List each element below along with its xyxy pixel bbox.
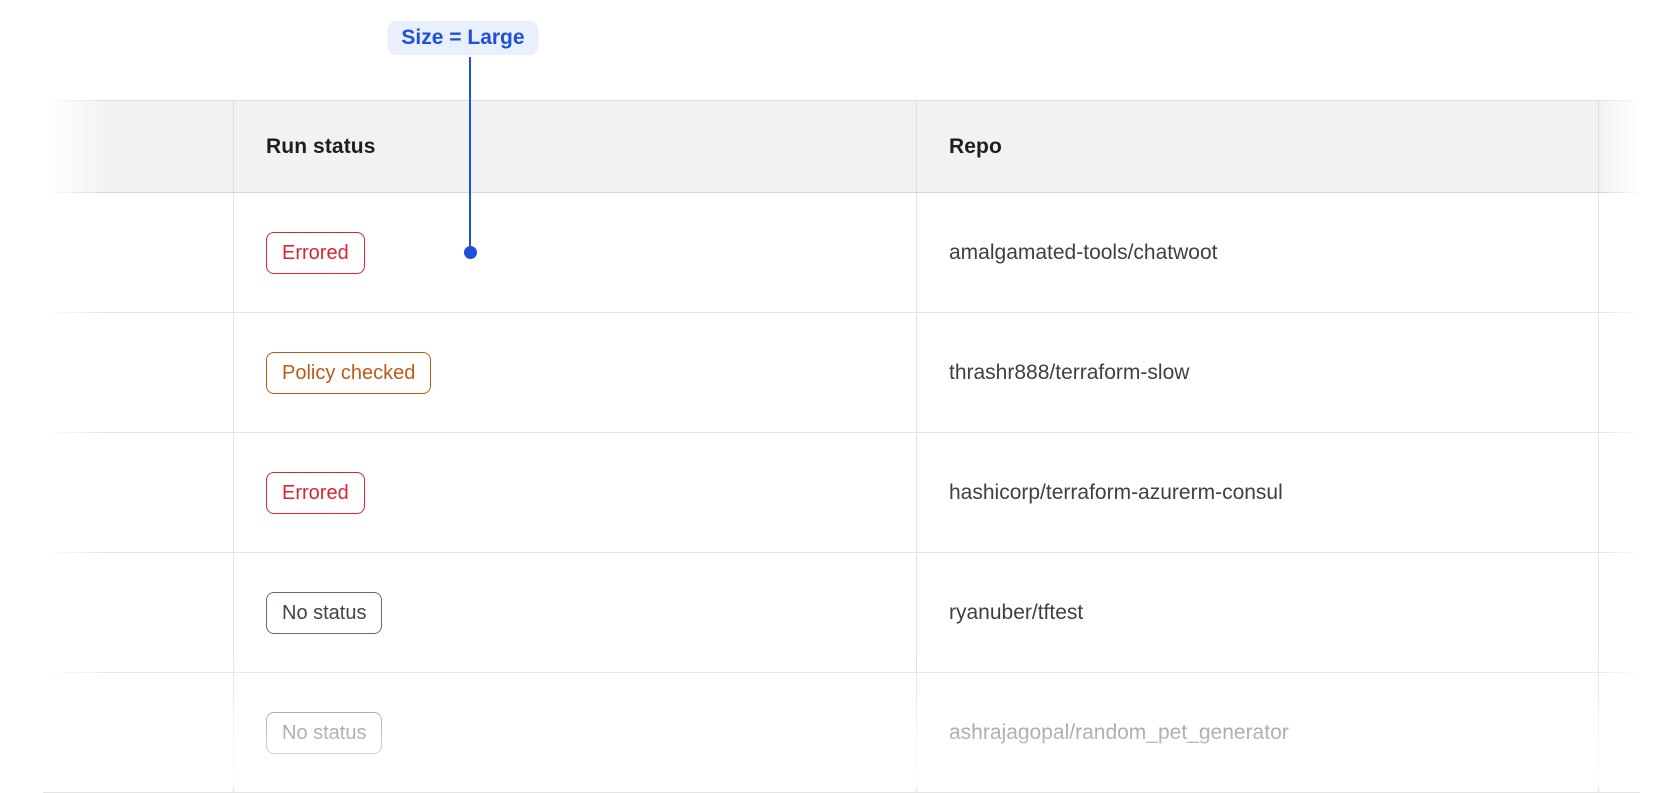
repo-cell: ashrajagopal/random_pet_generator — [916, 673, 1598, 792]
run-status-cell: No status — [233, 553, 916, 672]
repo-cell: thrashr888/terraform-slow — [916, 313, 1598, 432]
column-header-repo: Repo — [916, 101, 1598, 192]
trailing-cell — [1598, 433, 1640, 552]
leading-cell — [43, 553, 233, 672]
run-status-badge: No status — [266, 591, 383, 634]
table-row[interactable]: Errored amalgamated-tools/chatwoot — [43, 193, 1640, 313]
leading-cell — [43, 313, 233, 432]
column-header-empty — [43, 101, 233, 192]
trailing-cell — [1598, 553, 1640, 672]
run-status-badge: No status — [266, 711, 383, 754]
runs-table: Run status Repo Errored amalgamated-tool… — [43, 100, 1640, 793]
repo-cell: ryanuber/tftest — [916, 553, 1598, 672]
leading-cell — [43, 433, 233, 552]
table-row[interactable]: Policy checked thrashr888/terraform-slow — [43, 313, 1640, 433]
size-annotation-label: Size = Large — [387, 21, 539, 55]
run-status-cell: Policy checked — [233, 313, 916, 432]
table-body: Errored amalgamated-tools/chatwoot Polic… — [43, 193, 1640, 793]
column-header-overflow — [1598, 101, 1640, 192]
run-status-badge: Policy checked — [266, 351, 432, 394]
run-status-badge: Errored — [266, 471, 365, 514]
repo-cell: amalgamated-tools/chatwoot — [916, 193, 1598, 312]
table-header-row: Run status Repo — [43, 101, 1640, 193]
repo-cell: hashicorp/terraform-azurerm-consul — [916, 433, 1598, 552]
run-status-cell: No status — [233, 673, 916, 792]
run-status-cell: Errored — [233, 433, 916, 552]
trailing-cell — [1598, 193, 1640, 312]
run-status-badge: Errored — [266, 231, 365, 274]
leading-cell — [43, 193, 233, 312]
column-header-run-status: Run status — [233, 101, 916, 192]
leading-cell — [43, 673, 233, 792]
table-row[interactable]: No status ashrajagopal/random_pet_genera… — [43, 673, 1640, 793]
table-row[interactable]: Errored hashicorp/terraform-azurerm-cons… — [43, 433, 1640, 553]
trailing-cell — [1598, 313, 1640, 432]
run-status-cell: Errored — [233, 193, 916, 312]
table-row[interactable]: No status ryanuber/tftest — [43, 553, 1640, 673]
annotation-pointer-dot — [464, 246, 477, 259]
trailing-cell — [1598, 673, 1640, 792]
annotation-pointer-line — [469, 57, 471, 252]
